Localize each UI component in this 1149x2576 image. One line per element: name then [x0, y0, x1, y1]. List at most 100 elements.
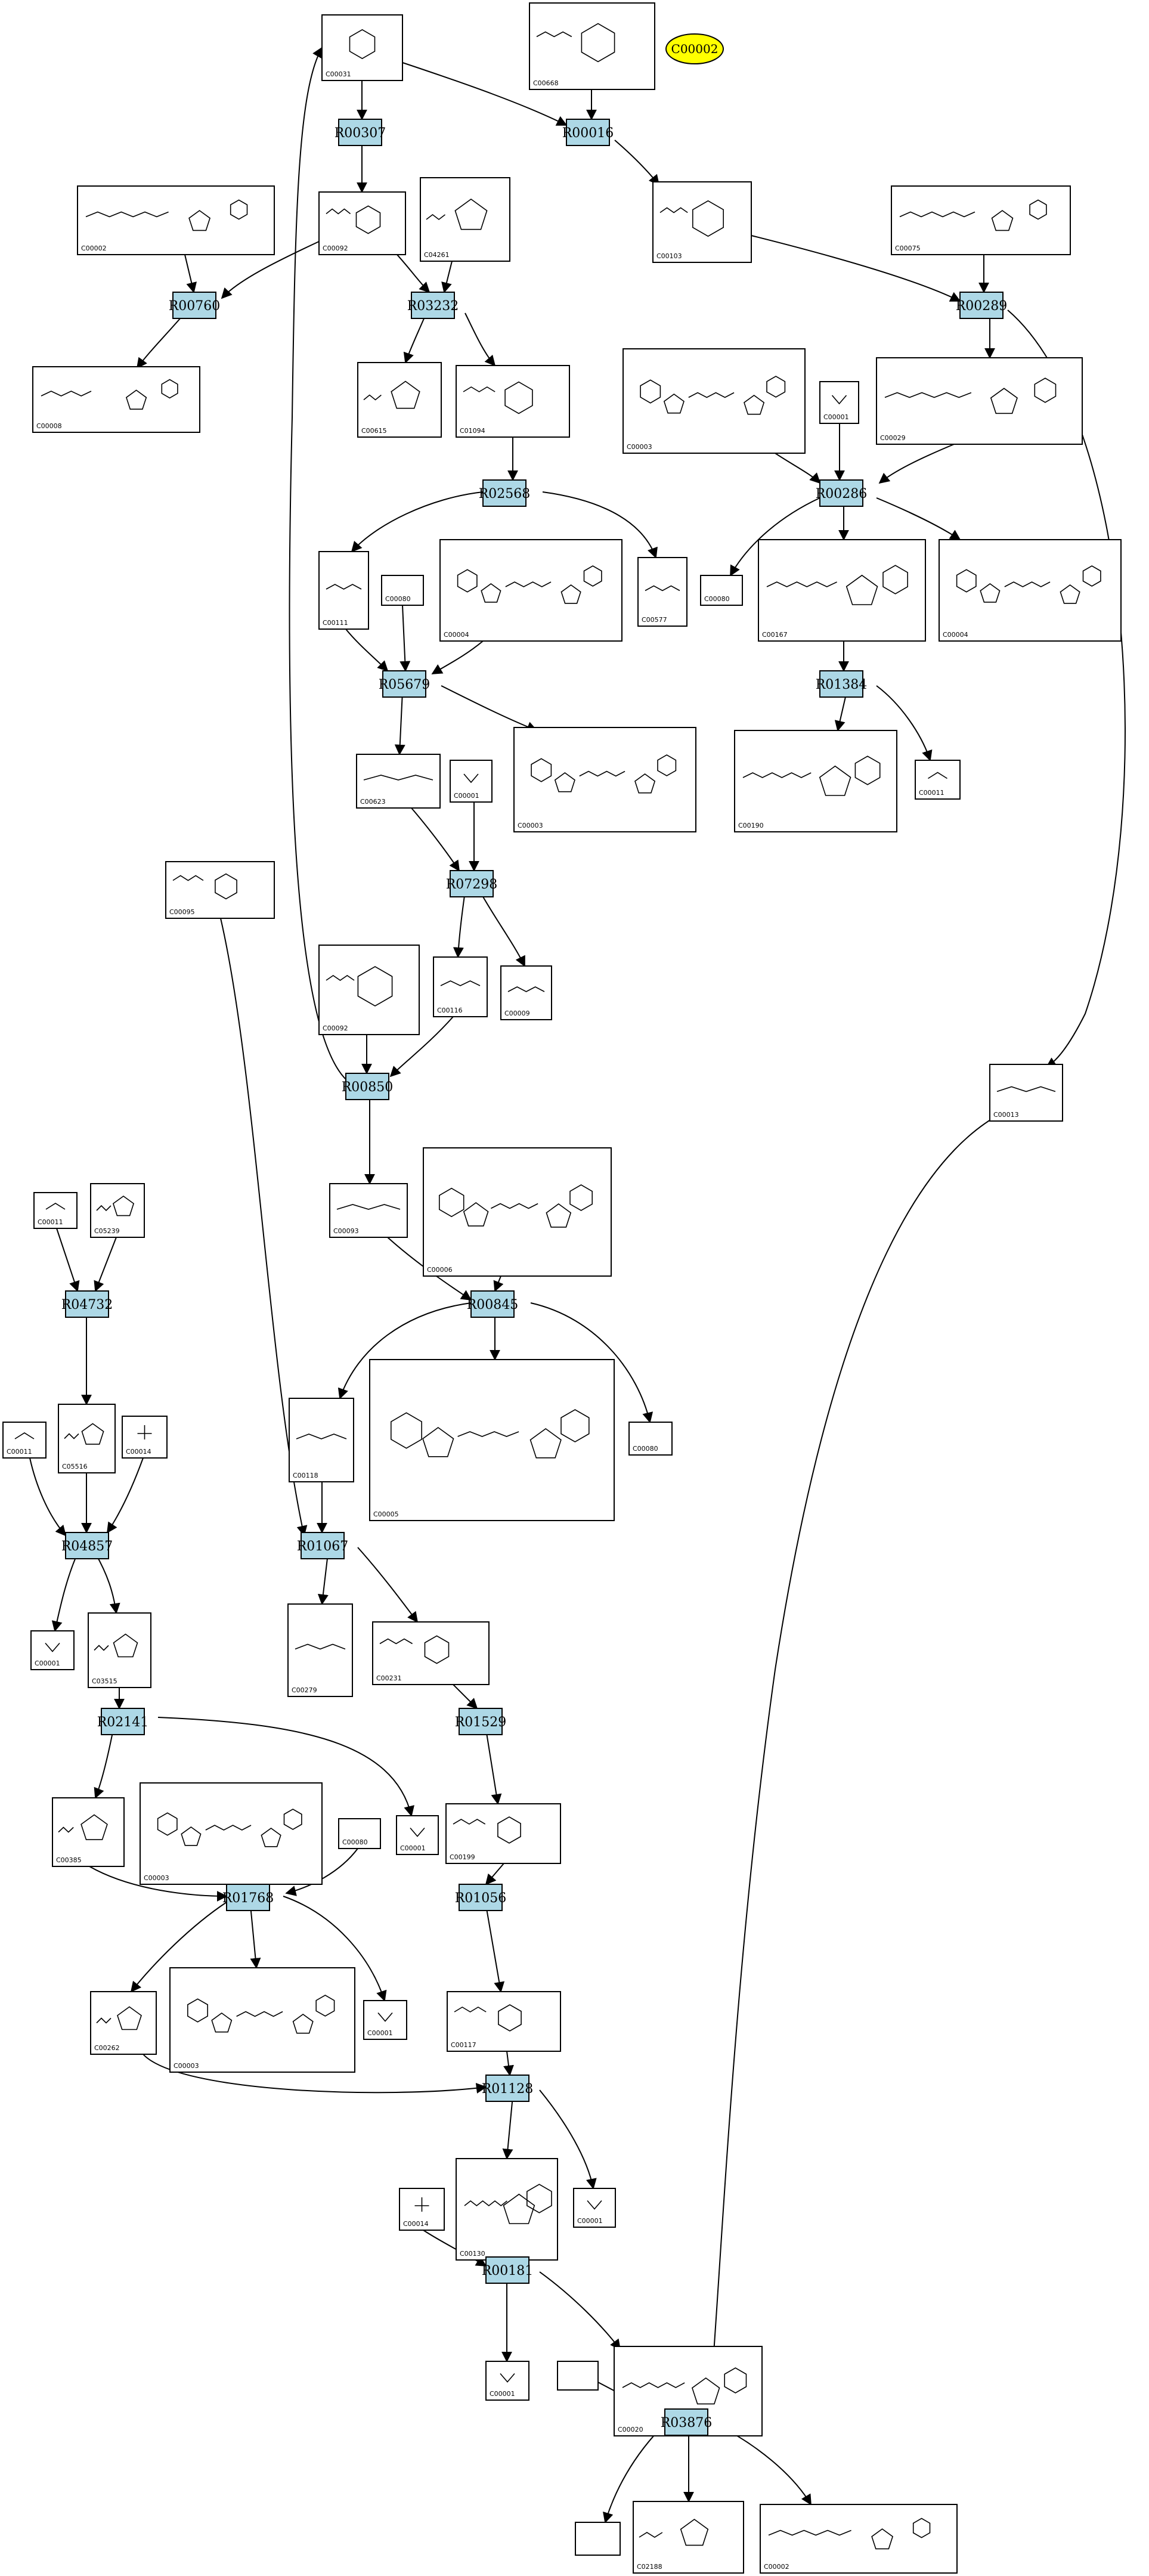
compound-node[interactable]: C00103	[652, 181, 752, 263]
compound-id: C00231	[376, 1674, 402, 1682]
compound-node[interactable]: C00199	[445, 1803, 561, 1864]
compound-node[interactable]: C00001	[573, 2188, 616, 2228]
reaction-node[interactable]: R00845	[467, 1290, 519, 1318]
compound-node[interactable]: C00279	[287, 1603, 353, 1697]
reaction-node[interactable]: R00181	[482, 2256, 534, 2284]
compound-node[interactable]: C00080	[628, 1422, 673, 1456]
compound-node[interactable]: C00117	[447, 1991, 561, 2052]
compound-node[interactable]: C00011	[915, 760, 961, 800]
reaction-node[interactable]: R07298	[446, 870, 498, 897]
reaction-node[interactable]: R02141	[97, 1708, 149, 1735]
compound-node[interactable]	[575, 2522, 621, 2556]
compound-node[interactable]: C00001	[819, 381, 859, 424]
compound-node[interactable]: C00008	[32, 366, 200, 433]
compound-node[interactable]: C00001	[363, 2000, 407, 2040]
compound-node[interactable]: C00001	[396, 1815, 439, 1855]
reaction-node[interactable]: R01384	[816, 670, 868, 698]
compound-node[interactable]: C00014	[399, 2188, 445, 2231]
compound-box	[819, 381, 859, 424]
compound-node[interactable]: C00005	[369, 1359, 615, 1521]
reaction-box	[382, 670, 426, 698]
compound-node[interactable]: C00190	[734, 730, 897, 832]
reaction-id: R04857	[61, 1539, 113, 1554]
reaction-node[interactable]: R03232	[407, 292, 459, 319]
compound-node[interactable]: C00385	[52, 1797, 125, 1867]
reaction-node[interactable]: R01128	[482, 2075, 534, 2102]
compound-node[interactable]: C00011	[2, 1422, 47, 1459]
reaction-box	[101, 1708, 145, 1735]
compound-node[interactable]: C00116	[433, 956, 488, 1017]
compound-box	[989, 1064, 1063, 1122]
compound-box	[77, 185, 275, 255]
structure-drawing	[349, 29, 376, 60]
compound-node[interactable]: C00006	[423, 1147, 612, 1277]
reaction-node[interactable]: R00307	[335, 119, 386, 146]
compound-id: C00009	[504, 1010, 530, 1017]
reaction-node[interactable]: R01056	[455, 1884, 507, 1911]
compound-id: C00577	[642, 616, 667, 624]
compound-node[interactable]: C00080	[381, 575, 424, 606]
compound-node[interactable]: C00011	[33, 1192, 78, 1229]
compound-node[interactable]: C00014	[122, 1416, 168, 1459]
compound-node[interactable]: C00004	[439, 539, 622, 642]
compound-node[interactable]: C05516	[58, 1404, 116, 1473]
compound-node[interactable]: C00002	[77, 185, 275, 255]
reaction-node[interactable]: R01529	[455, 1708, 507, 1735]
reaction-node[interactable]: R04857	[61, 1532, 113, 1559]
compound-node[interactable]: C00009	[500, 965, 552, 1020]
compound-node[interactable]: C00003	[622, 348, 806, 454]
reaction-node[interactable]: R02568	[479, 479, 531, 507]
compound-node[interactable]: C00031	[321, 14, 403, 81]
compound-id: C00130	[460, 2250, 485, 2258]
compound-node[interactable]: C00668	[529, 2, 655, 90]
compound-node[interactable]: C00080	[700, 575, 743, 606]
reaction-node[interactable]: R01067	[297, 1532, 349, 1559]
compound-node[interactable]: C00001	[450, 760, 493, 803]
compound-node[interactable]: C00623	[356, 754, 441, 809]
compound-node[interactable]: C00075	[891, 185, 1071, 255]
compound-node[interactable]: C04261	[420, 177, 510, 262]
reaction-node[interactable]: R04732	[61, 1290, 113, 1318]
compound-id: C05239	[94, 1227, 120, 1235]
compound-node[interactable]: C00092	[318, 191, 406, 255]
compound-node[interactable]: C02188	[633, 2501, 744, 2574]
compound-node[interactable]: C00001	[485, 2361, 529, 2401]
compound-node[interactable]: C00092	[318, 945, 420, 1035]
reaction-node[interactable]: R00760	[169, 292, 221, 319]
reaction-node[interactable]: R00289	[956, 292, 1008, 319]
compound-node[interactable]: C00080	[338, 1818, 381, 1849]
compound-node[interactable]: C05239	[90, 1183, 145, 1238]
compound-node[interactable]: C00615	[357, 362, 442, 438]
compound-node[interactable]: C00231	[372, 1621, 490, 1685]
compound-node[interactable]: C00003	[140, 1782, 323, 1885]
reaction-node[interactable]: R03876	[661, 2408, 713, 2436]
reaction-node[interactable]: R00016	[562, 119, 614, 146]
structure-drawing	[899, 199, 1047, 231]
compound-node[interactable]: C00093	[329, 1183, 408, 1238]
compound-node[interactable]: C00167	[758, 539, 926, 642]
compound-node[interactable]: C00130	[456, 2158, 558, 2261]
compound-node[interactable]: C00004	[939, 539, 1122, 642]
compound-node[interactable]	[557, 2361, 599, 2391]
reaction-box	[485, 2075, 529, 2102]
compound-node[interactable]: C00118	[289, 1398, 354, 1482]
structure-drawing	[391, 1409, 590, 1459]
reaction-node[interactable]: R00850	[342, 1073, 394, 1100]
highlight-compound[interactable]: C00002	[665, 33, 724, 64]
compound-node[interactable]: C00003	[513, 727, 696, 832]
compound-node[interactable]: C00001	[30, 1630, 75, 1670]
compound-node[interactable]: C00002	[760, 2504, 958, 2574]
compound-node[interactable]: C00262	[90, 1991, 157, 2055]
reaction-node[interactable]: R01768	[222, 1884, 274, 1911]
reaction-node[interactable]: R00286	[816, 479, 868, 507]
compound-node[interactable]: C01094	[456, 365, 570, 438]
compound-node[interactable]: C00003	[169, 1967, 355, 2073]
compound-node[interactable]: C00029	[876, 357, 1083, 445]
compound-node[interactable]: C03515	[88, 1612, 151, 1688]
compound-node[interactable]: C00095	[165, 861, 275, 919]
compound-node[interactable]: C00577	[637, 557, 687, 627]
compound-node[interactable]: C00111	[318, 551, 369, 630]
compound-node[interactable]: C00013	[989, 1064, 1063, 1122]
reaction-node[interactable]: R05679	[379, 670, 431, 698]
